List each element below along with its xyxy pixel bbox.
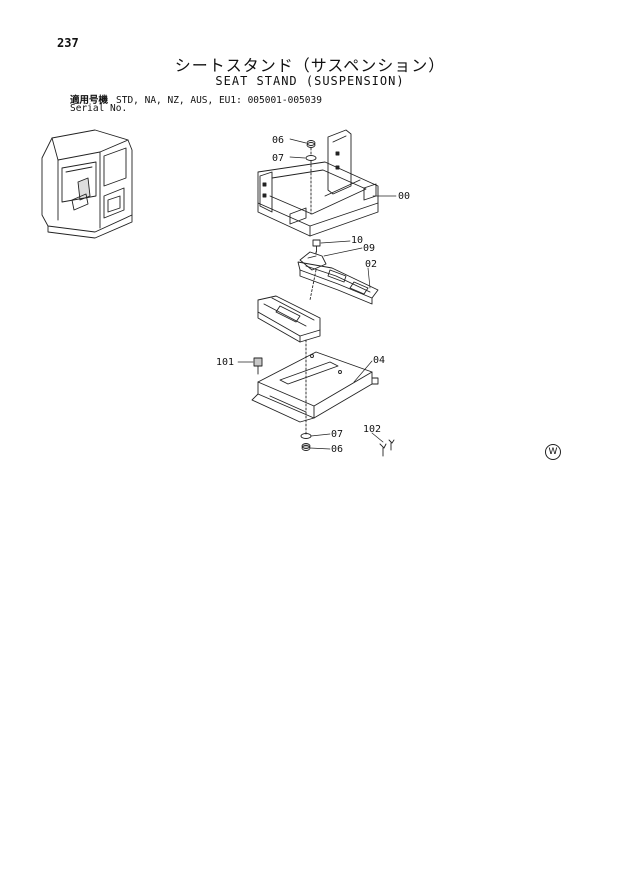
part-09-adjust-lever	[299, 251, 327, 271]
callout-00: 00	[398, 191, 410, 202]
part-00-seat-support-frame	[257, 129, 379, 237]
callout-06-bottom: 06	[331, 444, 343, 455]
part-10-knob	[312, 239, 321, 253]
callout-07-top: 07	[272, 153, 284, 164]
callout-02: 02	[365, 259, 377, 270]
callout-07-bottom: 07	[331, 429, 343, 440]
part-02-upper-slide-rail	[297, 261, 379, 305]
hardware-06-nut-bottom	[301, 443, 311, 451]
page-title-english: SEAT STAND (SUSPENSION)	[215, 74, 405, 88]
circled-w-mark: W	[545, 444, 561, 460]
page-title-japanese: シートスタンド（サスペンション）	[174, 56, 446, 75]
page-number: 237	[57, 36, 79, 50]
leader-lines	[237, 138, 397, 450]
callout-102: 102	[363, 424, 381, 435]
hardware-06-nut-top	[306, 140, 316, 148]
callout-10: 10	[351, 235, 363, 246]
assembly-alignment-lines	[305, 147, 317, 435]
cab-thumbnail	[41, 129, 133, 239]
hardware-07-washer-top	[305, 155, 317, 161]
callout-04: 04	[373, 355, 385, 366]
callout-09: 09	[363, 243, 375, 254]
applicable-label: 適用号機	[70, 95, 109, 106]
serial-label: Serial No.	[70, 103, 128, 114]
applicable-models-line: 適用号機 STD, NA, NZ, AUS, EU1: 005001-005039	[70, 92, 322, 106]
callout-101: 101	[216, 357, 234, 368]
lower-slide-rail	[257, 295, 321, 343]
part-04-base-plate	[251, 351, 379, 423]
callout-06-top: 06	[272, 135, 284, 146]
hardware-101-bolt	[253, 357, 263, 375]
hardware-102-screws	[379, 439, 395, 457]
applicable-models: STD, NA, NZ, AUS, EU1: 005001-005039	[116, 95, 322, 106]
